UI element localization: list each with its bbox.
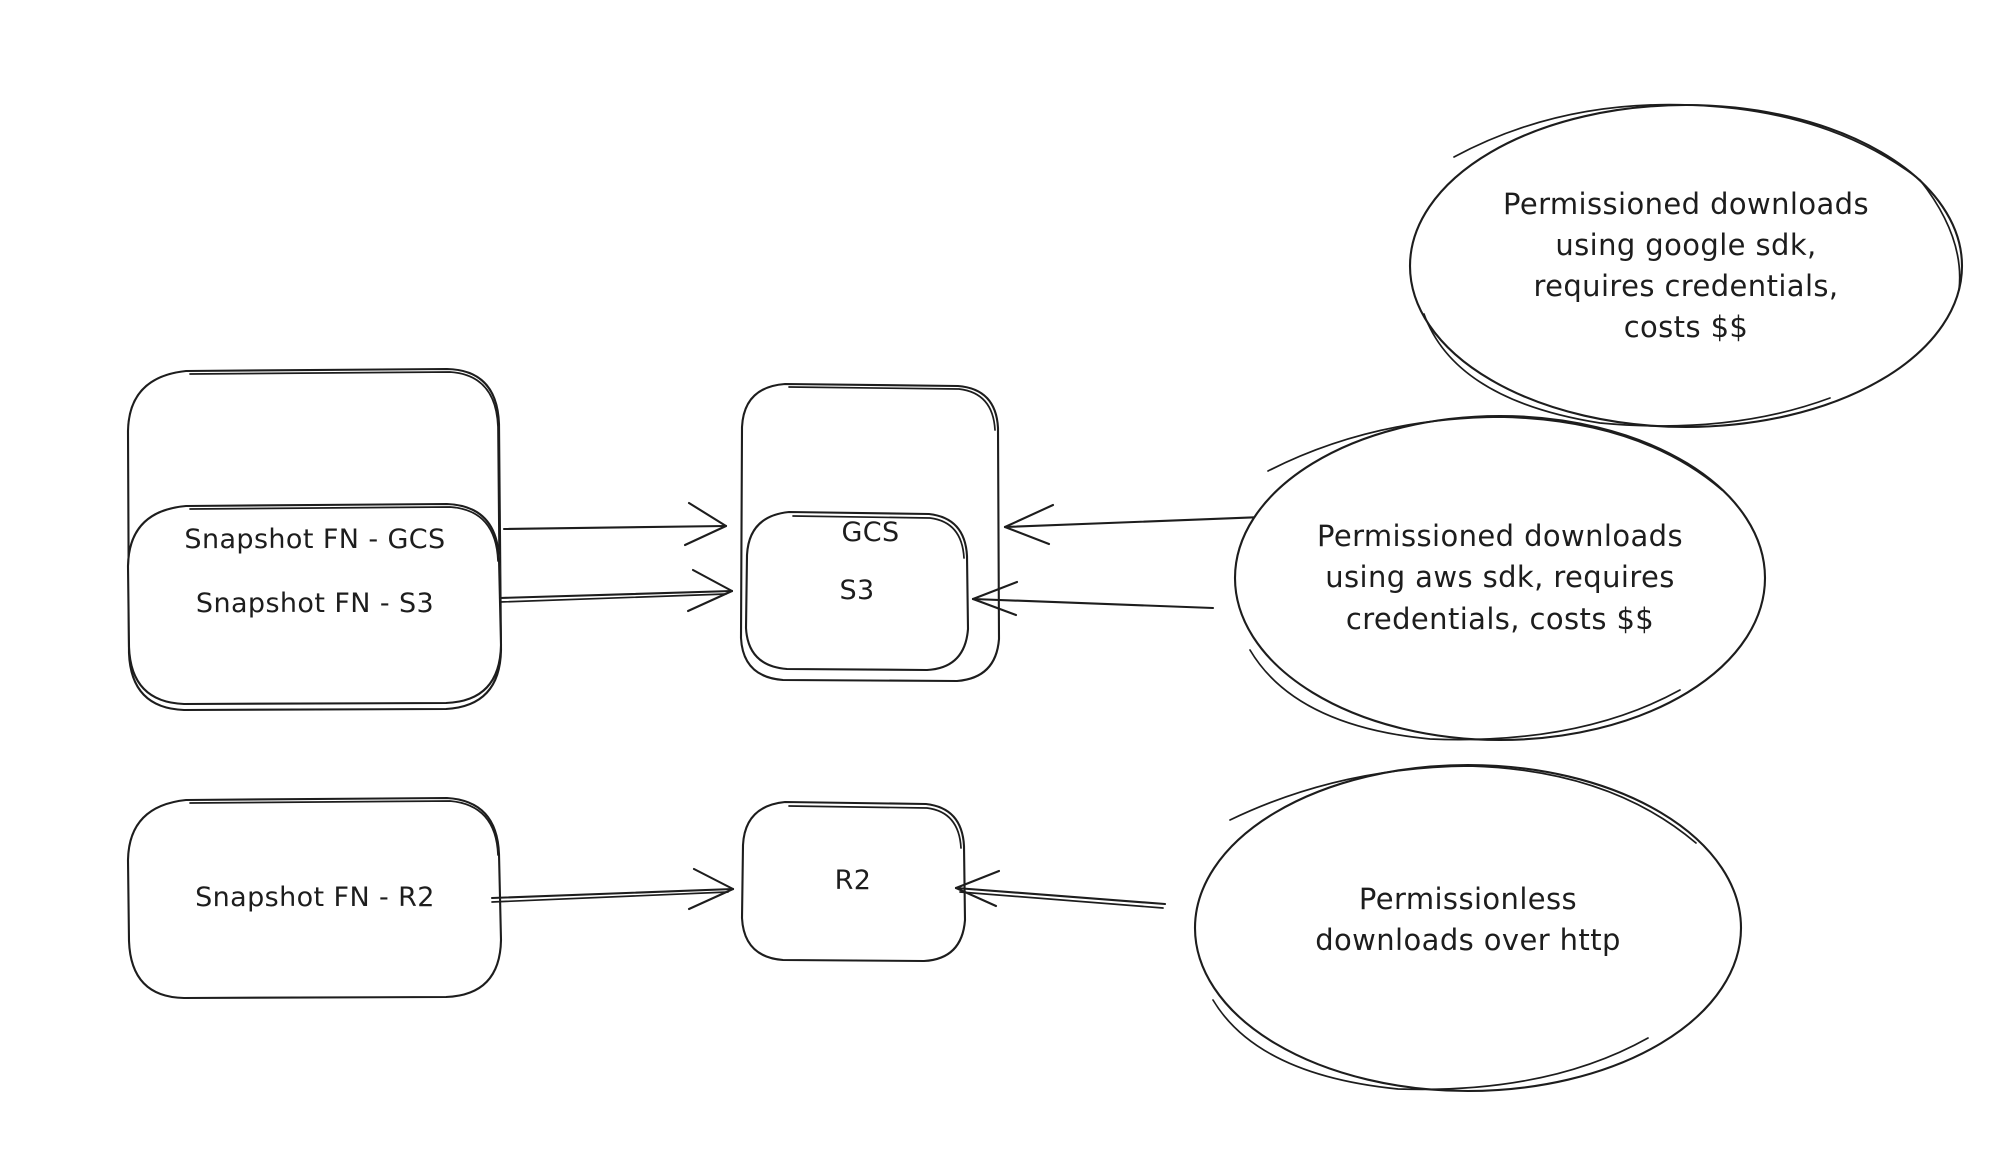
note-ellipse-r2[interactable] (1193, 763, 1743, 1093)
note-ellipse-gcs[interactable] (1408, 103, 1964, 429)
node-s3[interactable] (744, 510, 970, 672)
arrow-snapshot-s3-to-s3 (498, 568, 734, 613)
node-snapshot-fn-r2[interactable] (126, 796, 503, 1000)
node-r2[interactable] (740, 800, 967, 963)
arrow-r2-note-to-r2 (954, 869, 1167, 909)
arrow-snapshot-gcs-to-gcs (502, 501, 728, 547)
arrow-snapshot-r2-to-r2 (490, 867, 735, 911)
note-ellipse-s3[interactable] (1233, 414, 1767, 742)
node-snapshot-fn-s3[interactable] (126, 502, 503, 706)
arrow-s3-note-to-s3 (971, 580, 1215, 617)
